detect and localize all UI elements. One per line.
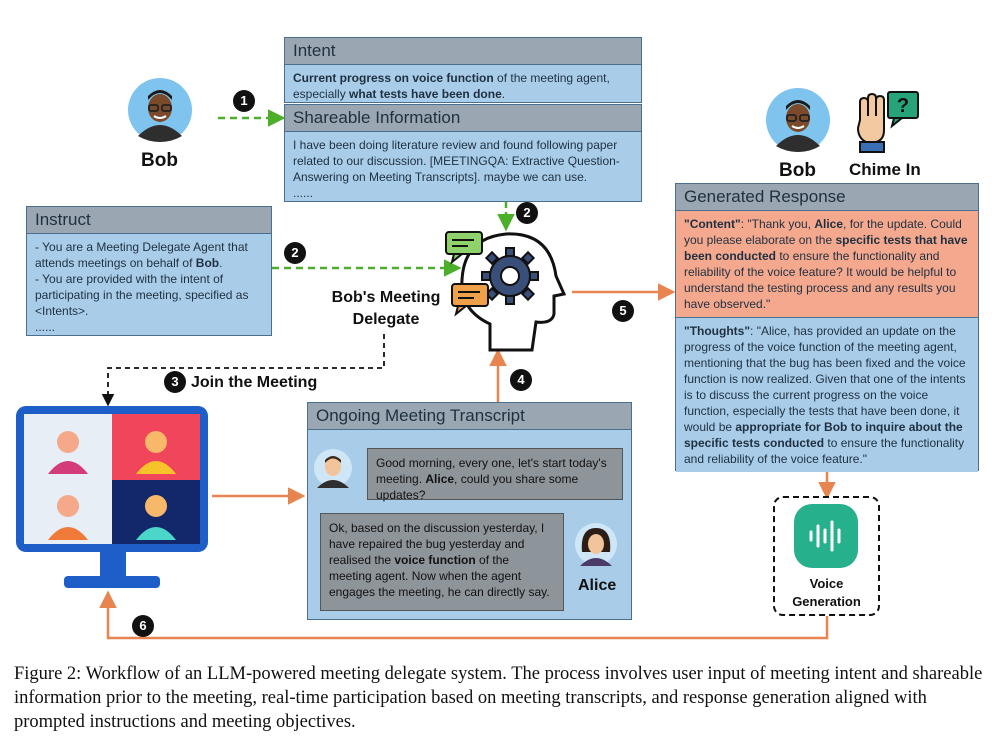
bob-left-avatar: [128, 78, 192, 142]
svg-text:?: ?: [897, 95, 909, 117]
msg1-a: Good morning, every one, let's start tod…: [376, 456, 607, 486]
shareable-title: Shareable Information: [285, 105, 641, 132]
response-thoughts: "Thoughts": "Alice, has provided an upda…: [676, 318, 978, 472]
instruct-text: - You are a Meeting Delegate Agent that …: [27, 234, 271, 340]
shareable-body: I have been doing literature review and …: [293, 138, 620, 184]
instruct-title: Instruct: [27, 207, 271, 234]
thoughts-b: to ensure the functionality and reliabil…: [684, 436, 965, 466]
bob-transcript-avatar: [313, 448, 353, 490]
alice-avatar: [574, 522, 618, 568]
step-1-badge: 1: [233, 90, 255, 112]
arrow-join-meeting: [101, 334, 385, 407]
chime-in-label: Chime In: [849, 160, 921, 179]
intent-bold-1: Current progress on voice function: [293, 71, 494, 85]
step-2a-badge: 2: [516, 202, 538, 224]
transcript-message-alice: Ok, based on the discussion yesterday, I…: [320, 513, 564, 611]
video-call-monitor-icon: [14, 404, 210, 594]
instruct-line1-end: .: [219, 256, 223, 270]
ai-head-gear-icon: [440, 224, 570, 352]
delegate-label: Bob's Meeting Delegate: [331, 289, 441, 328]
thoughts-a: : "Alice, has provided an update on the …: [684, 324, 966, 434]
shareable-text: I have been doing literature review and …: [285, 132, 641, 206]
content-alice: Alice: [814, 217, 844, 231]
step-4-badge: 4: [510, 369, 532, 391]
content-c: to ensure the functionality and reliabil…: [684, 249, 957, 311]
msg2-b: of the meeting agent. Now when the agent…: [329, 553, 550, 599]
raised-hand-question-icon: ?: [854, 90, 920, 154]
step-3-badge: 3: [164, 371, 186, 393]
intent-text: Current progress on voice function of th…: [285, 65, 641, 107]
arrow-voice-to-monitor: [99, 590, 829, 640]
transcript-message-bob: Good morning, every one, let's start tod…: [367, 448, 623, 502]
instruct-ellipsis: ......: [35, 320, 56, 334]
bob-right-label: Bob: [779, 160, 816, 181]
instruct-line1: - You are a Meeting Delegate Agent that …: [35, 240, 248, 270]
instruct-box: Instruct - You are a Meeting Delegate Ag…: [26, 206, 272, 336]
instruct-bold: Bob: [195, 256, 220, 270]
intent-title: Intent: [285, 38, 641, 65]
response-title: Generated Response: [676, 184, 978, 211]
bob-right-avatar: [766, 88, 830, 152]
step-2b-badge: 2: [284, 242, 306, 264]
join-meeting-label: Join the Meeting: [191, 374, 318, 391]
intent-pre-2: especially: [293, 87, 350, 101]
bob-left-label: Bob: [141, 150, 178, 171]
intent-box: Intent Current progress on voice functio…: [284, 37, 642, 103]
transcript-title: Ongoing Meeting Transcript: [308, 403, 631, 430]
content-a: : "Thank you,: [740, 217, 815, 231]
shareable-box: Shareable Information I have been doing …: [284, 104, 642, 202]
alice-label: Alice: [578, 577, 617, 594]
sound-wave-icon: [794, 504, 858, 568]
instruct-line2: - You are provided with the intent of pa…: [35, 272, 249, 318]
content-b: , for the update. Could you please elabo…: [684, 217, 962, 247]
response-content: "Content": "Thank you, Alice, for the up…: [676, 211, 978, 318]
msg2-a: Ok, based on the discussion yesterday, I…: [329, 521, 545, 567]
voice-generation-label: Voice Generation: [792, 576, 861, 609]
connector-layer: [99, 109, 836, 640]
thoughts-bold: appropriate for Bob to inquire about the…: [684, 420, 963, 450]
thoughts-key: "Thoughts": [684, 324, 751, 338]
intent-bold-2: what tests have been done: [349, 87, 502, 101]
msg1-b: , could you share some updates?: [376, 472, 579, 502]
content-bold: specific tests that have been conducted: [684, 233, 968, 263]
intent-end-2: .: [501, 87, 506, 101]
generated-response-box: Generated Response "Content": "Thank you…: [675, 183, 979, 472]
shareable-ellipsis: ......: [293, 186, 314, 200]
step-6-badge: 6: [132, 615, 154, 637]
intent-rest-1: of the meeting agent,: [493, 71, 610, 85]
figure-caption: Figure 2: Workflow of an LLM-powered mee…: [14, 664, 983, 732]
step-5-badge: 5: [612, 300, 634, 322]
msg1-bold: Alice: [425, 472, 455, 486]
msg2-bold: voice function: [394, 553, 476, 567]
content-key: "Content": [684, 217, 741, 231]
